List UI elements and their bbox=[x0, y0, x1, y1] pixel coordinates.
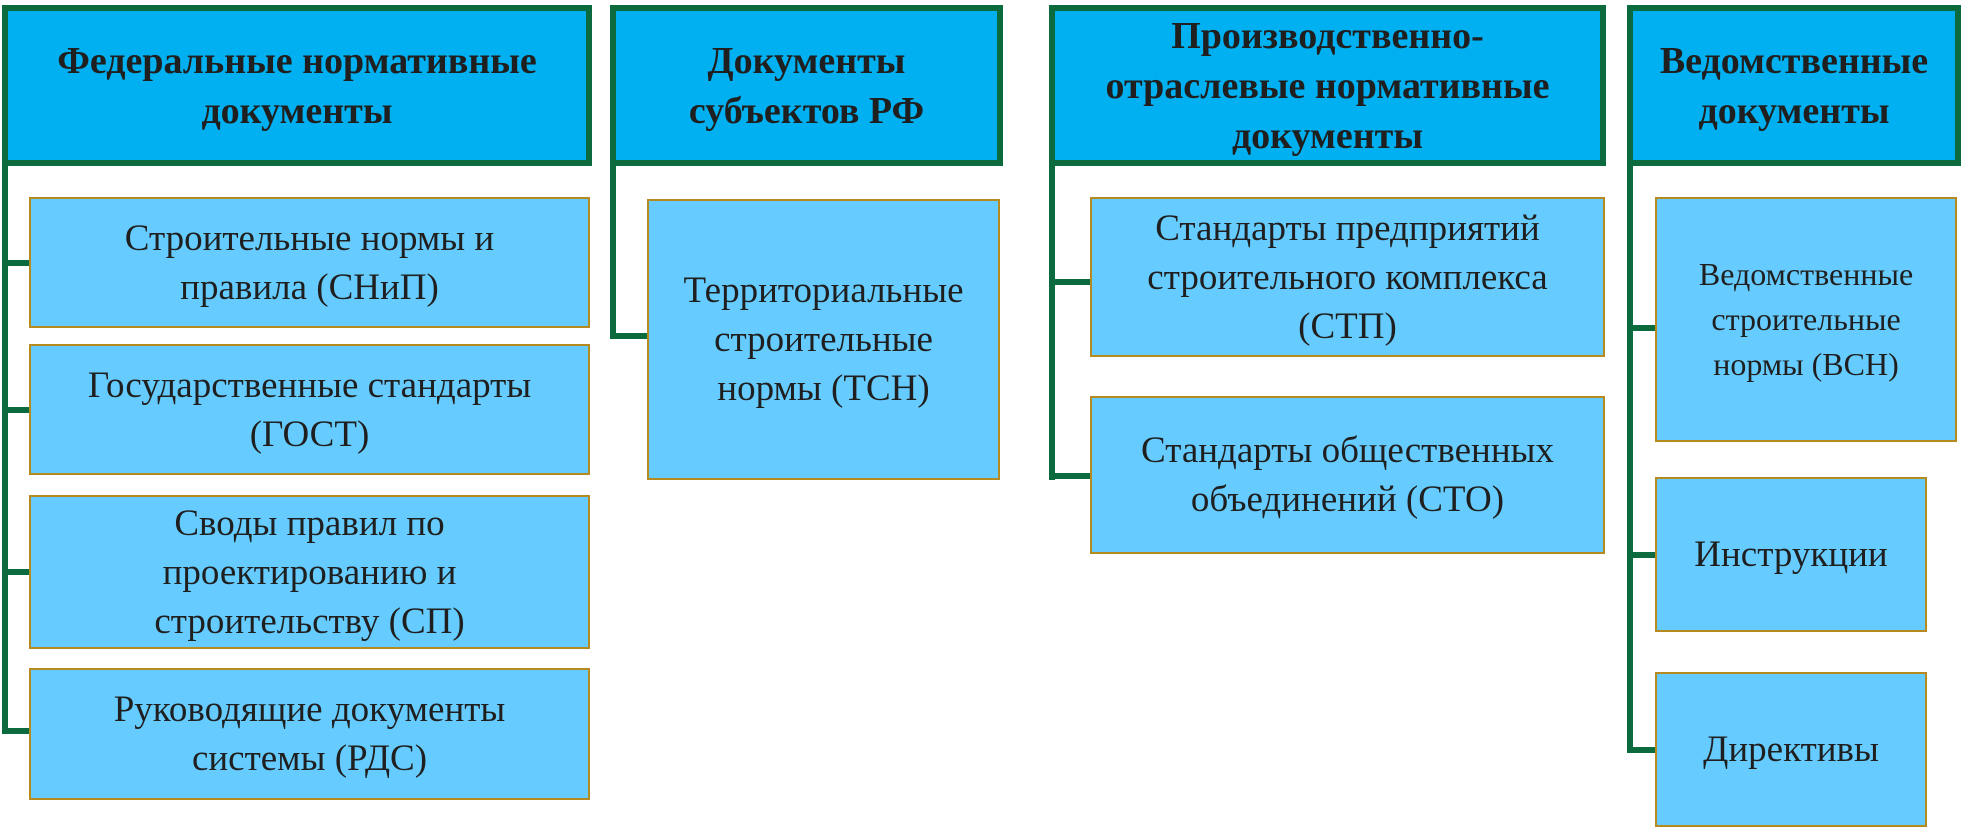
connector-departmental-2 bbox=[1627, 552, 1657, 558]
header-subjects-documents: Документы субъектов РФ bbox=[610, 5, 1003, 166]
connector-industry-2 bbox=[1049, 473, 1092, 479]
connector-federal-4 bbox=[2, 728, 30, 734]
box-vsn: Ведомственные строительные нормы (ВСН) bbox=[1655, 197, 1957, 442]
connector-industry-trunk bbox=[1049, 160, 1055, 480]
connector-federal-trunk bbox=[2, 160, 8, 734]
header-federal-documents: Федеральные нормативные документы bbox=[2, 5, 592, 166]
connector-departmental-3 bbox=[1627, 747, 1657, 753]
box-sp: Своды правил по проектированию и строите… bbox=[29, 495, 590, 649]
connector-departmental-1 bbox=[1627, 325, 1657, 331]
box-rds: Руководящие документы системы (РДС) bbox=[29, 668, 590, 800]
box-sto: Стандарты общественных объединений (СТО) bbox=[1090, 396, 1605, 554]
connector-subjects-trunk bbox=[610, 160, 616, 339]
box-tsn: Территориальные строительные нормы (ТСН) bbox=[647, 199, 1000, 480]
box-snip: Строительные нормы и правила (СНиП) bbox=[29, 197, 590, 328]
box-instructions: Инструкции bbox=[1655, 477, 1927, 632]
header-industry-documents: Производственно- отраслевые нормативные … bbox=[1049, 5, 1606, 166]
connector-federal-3 bbox=[2, 569, 30, 575]
connector-departmental-trunk bbox=[1627, 160, 1633, 753]
box-stp: Стандарты предприятий строительного комп… bbox=[1090, 197, 1605, 357]
connector-subjects-1 bbox=[610, 333, 650, 339]
connector-industry-1 bbox=[1049, 279, 1092, 285]
box-gost: Государственные стандарты (ГОСТ) bbox=[29, 344, 590, 475]
header-departmental-documents: Ведомственные документы bbox=[1627, 5, 1961, 166]
connector-federal-1 bbox=[2, 260, 30, 266]
box-directives: Директивы bbox=[1655, 672, 1927, 827]
connector-federal-2 bbox=[2, 407, 30, 413]
